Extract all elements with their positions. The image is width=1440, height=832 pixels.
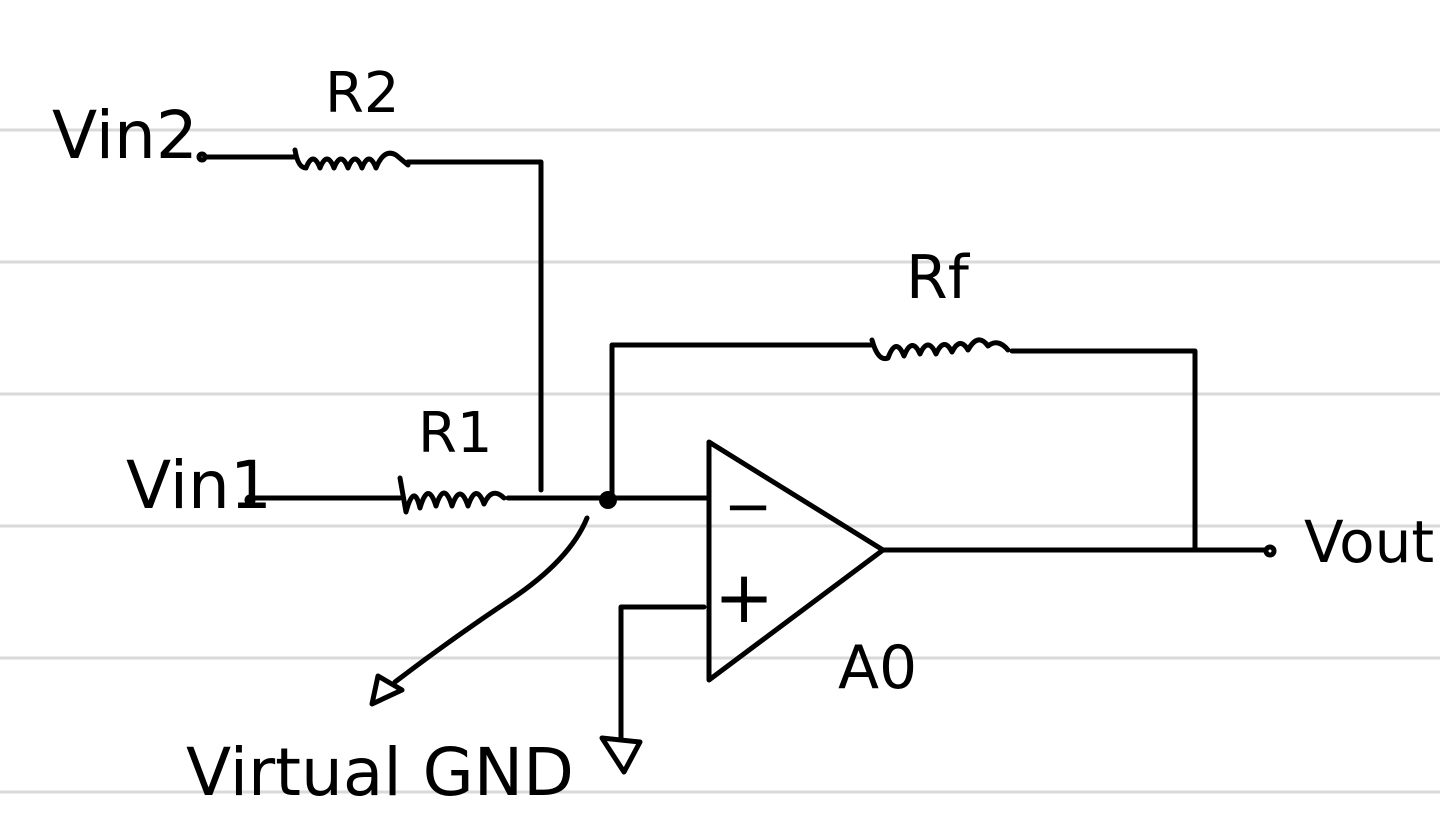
virtual-gnd-pointer	[392, 515, 590, 685]
output-branch	[880, 544, 1277, 558]
non-inverting-input-sign: +	[714, 555, 774, 639]
non-inverting-ground-wire	[618, 604, 707, 743]
rf-label: Rf	[906, 243, 971, 313]
vin1-branch	[244, 475, 709, 515]
vout-label: Vout	[1304, 508, 1434, 576]
vin2-branch	[196, 147, 544, 493]
r2-label: R2	[325, 61, 400, 126]
r2-resistor	[292, 147, 411, 171]
virtual-gnd-label: Virtual GND	[186, 734, 574, 811]
opamp-triangle	[706, 439, 886, 683]
feedback-wire-right	[1009, 348, 1198, 553]
vout-terminal	[1263, 544, 1277, 558]
r1-label: R1	[418, 401, 493, 466]
feedback-branch	[609, 337, 1198, 553]
r2-to-node-wire	[405, 159, 544, 493]
inverting-input-sign: −	[724, 472, 773, 540]
gain-label: A0	[838, 633, 917, 703]
feedback-wire-left	[609, 342, 875, 501]
vin2-label: Vin2	[52, 97, 198, 174]
opamp: − +	[599, 439, 886, 775]
r1-resistor	[397, 475, 507, 515]
vin1-label: Vin1	[126, 447, 272, 524]
virtual-gnd-arrowhead	[369, 673, 405, 707]
virtual-gnd-annotation	[369, 515, 590, 707]
rf-resistor	[869, 337, 1011, 362]
ruled-lines	[0, 128, 1440, 794]
ground-symbol	[599, 735, 643, 775]
